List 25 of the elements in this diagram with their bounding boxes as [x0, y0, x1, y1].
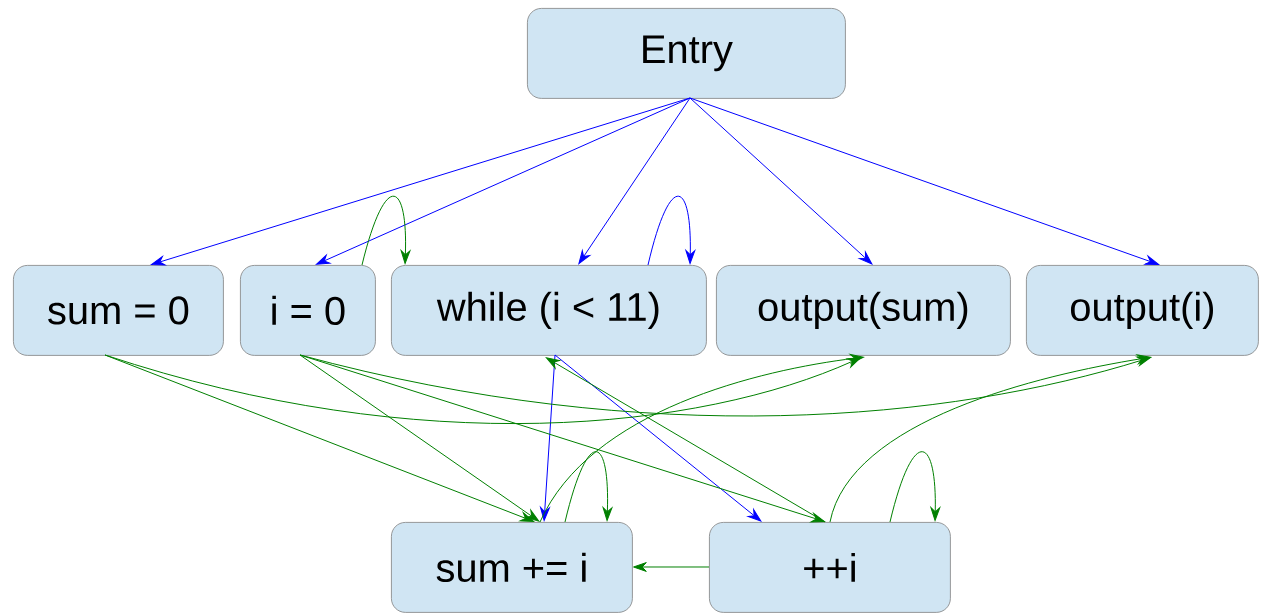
arrow: [689, 97, 873, 265]
arrow: [647, 195, 696, 266]
arrow: [578, 97, 691, 265]
process-box: output(i): [1026, 265, 1259, 356]
arrow: [540, 354, 556, 521]
arrow: [315, 97, 691, 265]
arrow: [299, 354, 1152, 417]
arrow: [104, 354, 535, 522]
arrow: [554, 354, 762, 522]
arrow: [564, 451, 613, 523]
process-box: Entry: [527, 8, 846, 99]
process-box: ++i: [709, 522, 951, 613]
arrow: [633, 562, 710, 572]
process-box: sum += i: [391, 522, 633, 613]
arrow: [889, 451, 941, 523]
arrow: [539, 353, 864, 523]
process-box: output(sum): [716, 265, 1011, 356]
arrow: [545, 357, 826, 523]
arrow: [361, 195, 411, 266]
process-box: while (i < 11): [391, 265, 707, 356]
arrow: [299, 354, 540, 522]
process-box: i = 0: [240, 265, 376, 356]
arrow: [689, 97, 1160, 265]
process-box: sum = 0: [13, 265, 224, 356]
arrow: [829, 354, 1151, 523]
